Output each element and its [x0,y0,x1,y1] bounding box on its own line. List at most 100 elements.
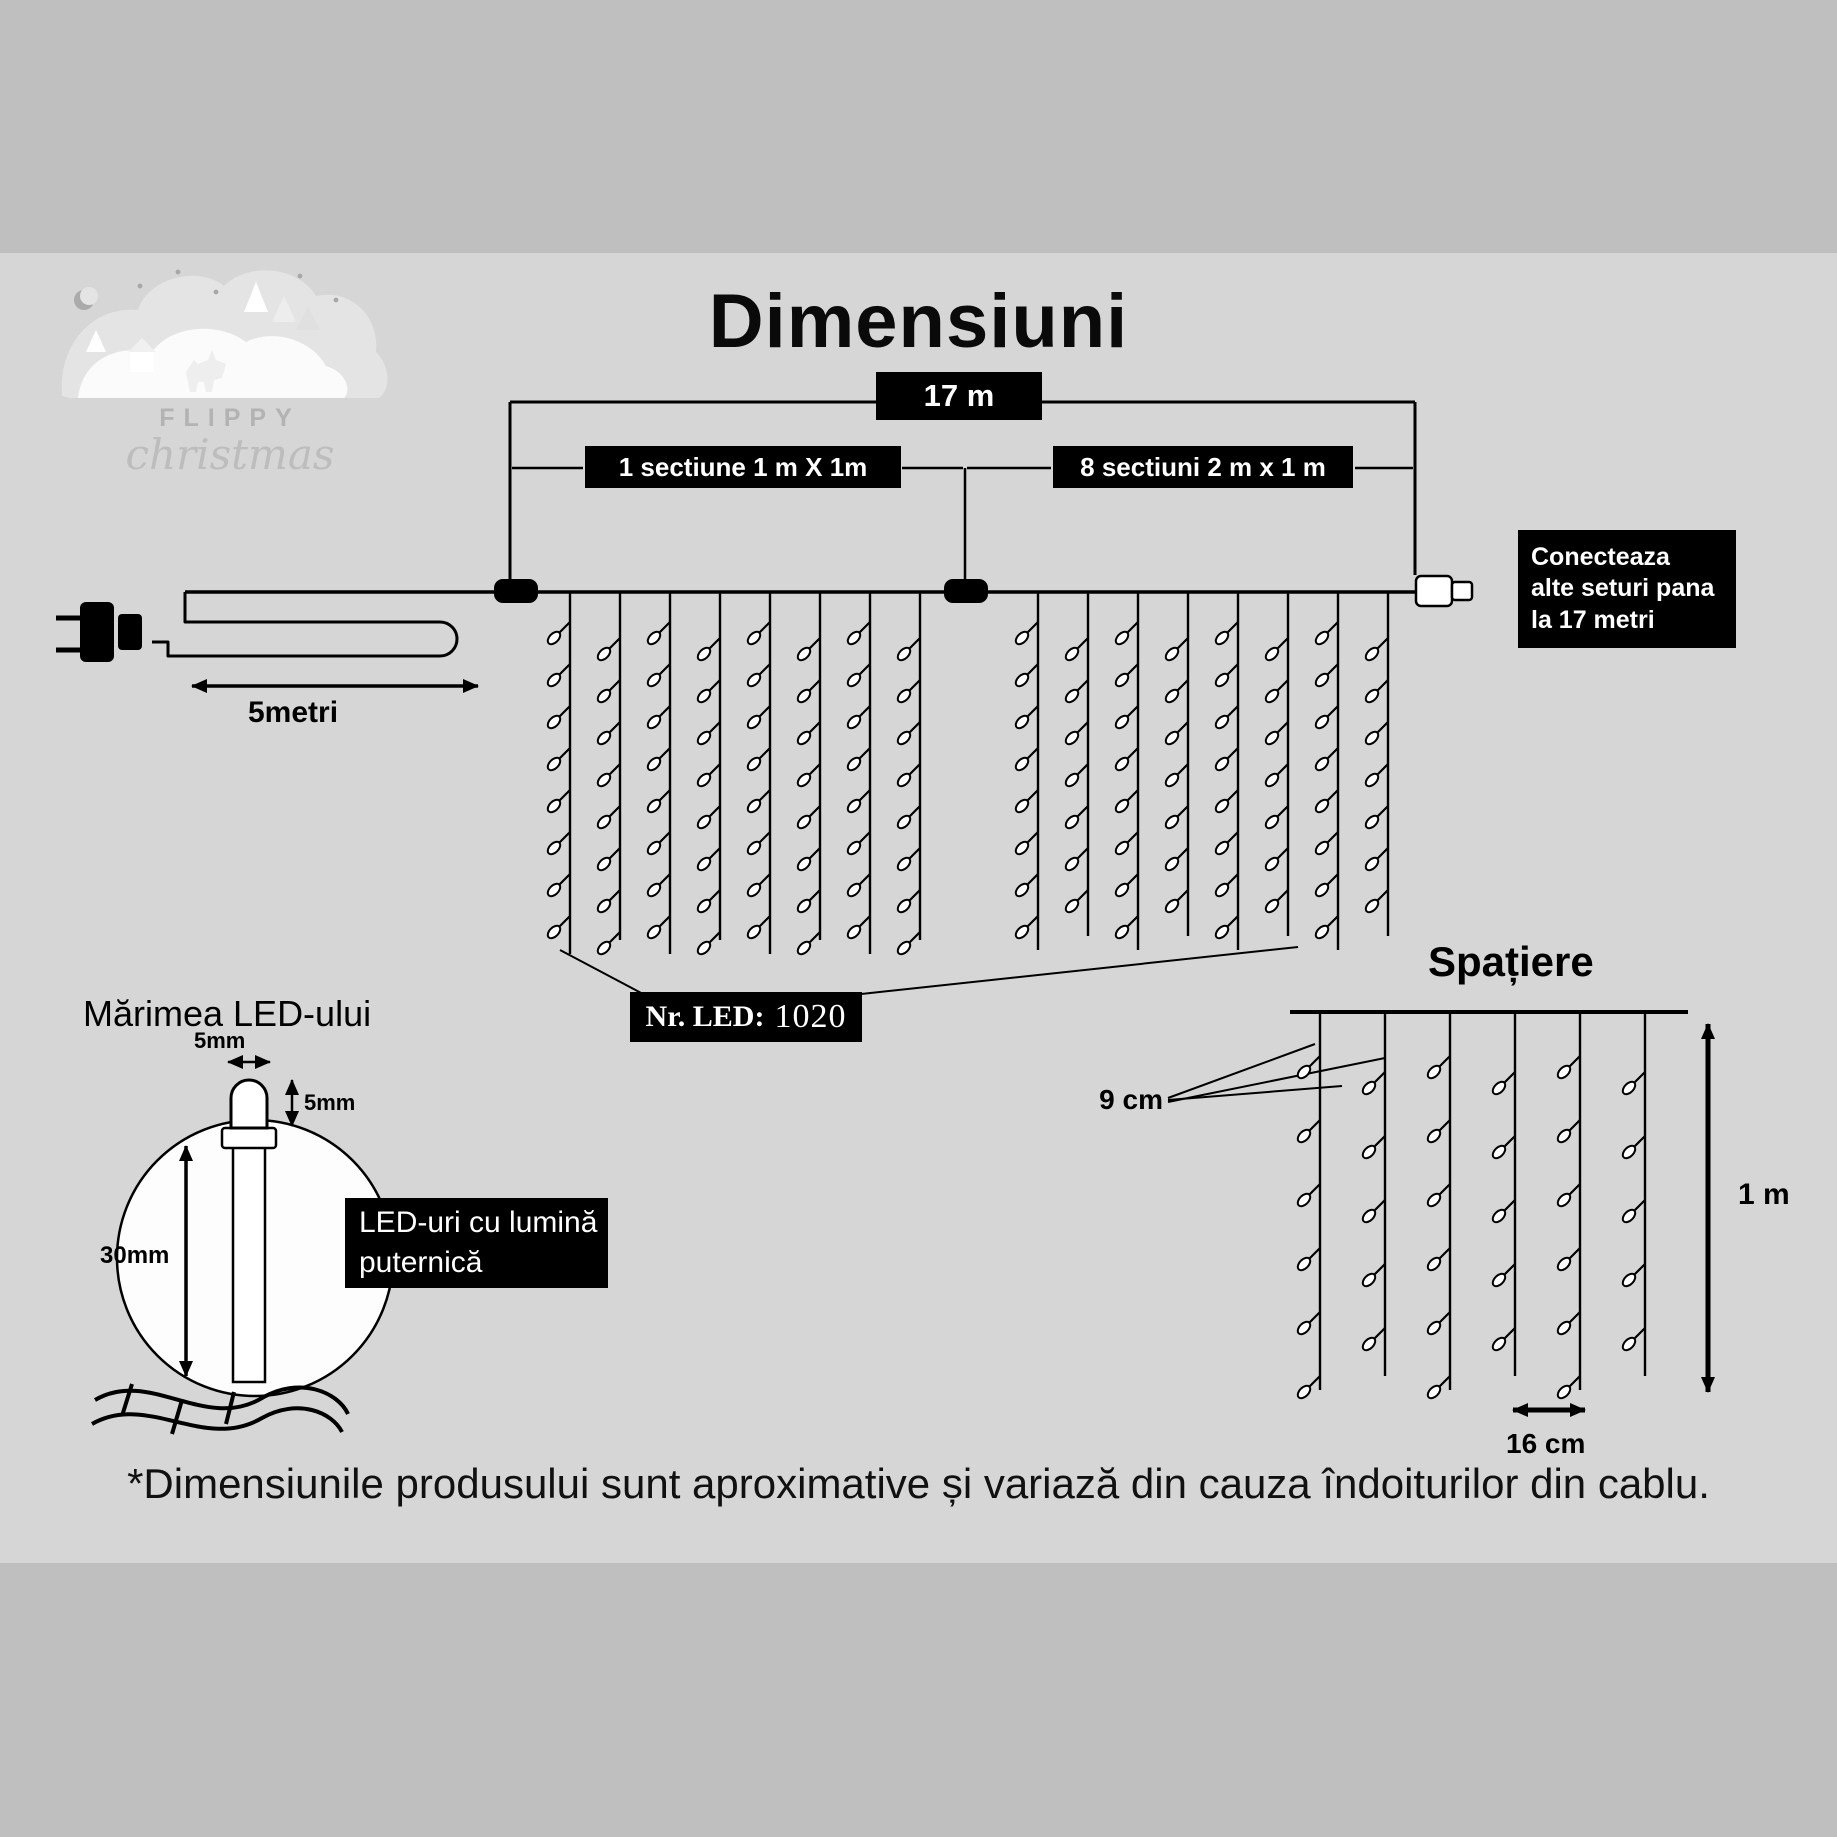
led-drop-icon [1621,1080,1637,1096]
connect-line: la 17 metri [1531,605,1655,634]
connect-line: alte seturi pana [1531,574,1715,603]
led-drop-icon [746,672,762,688]
led-drop-icon [846,924,862,940]
led-drop-icon [1296,1384,1312,1400]
led-drop-icon [1214,630,1230,646]
led-drop-icon [896,898,912,914]
led-drop-icon [1556,1256,1572,1272]
led-drop-icon [846,840,862,856]
lead-length-label: 5metri [248,696,339,729]
section-brackets [512,466,1413,583]
led-drop-icon [1264,898,1280,914]
led-drop-icon [1214,924,1230,940]
led-drop-icon [796,856,812,872]
led-drop-icon [846,756,862,772]
led-drop-icon [796,688,812,704]
led-drop-icon [1621,1336,1637,1352]
led-drop-icon [1064,730,1080,746]
led-drop-icon [546,798,562,814]
led-drop-icon [1214,714,1230,730]
led-drop-icon [1491,1080,1507,1096]
led-drop-icon [646,882,662,898]
led-drop-icon [896,730,912,746]
led-drop-icon [546,924,562,940]
led-drop-icon [696,772,712,788]
spacing-section-title: Spațiere [1428,938,1594,985]
led-drop-icon [1064,856,1080,872]
led-drop-icon [796,772,812,788]
led-drop-icon [1621,1144,1637,1160]
spacing-curtain [1296,1012,1647,1400]
led-drop-icon [1164,898,1180,914]
led-drop-icon [1426,1384,1442,1400]
tree-icon [296,306,320,330]
led-drop-icon [1621,1272,1637,1288]
led-drop-icon [1556,1064,1572,1080]
led-drop-icon [1114,798,1130,814]
led-drop-icon [1556,1384,1572,1400]
led-drop-icon [1064,646,1080,662]
curtain-1 [546,592,922,956]
led-drop-icon [596,814,612,830]
connect-line: Conecteaza [1531,543,1670,572]
led-drop-icon [1491,1208,1507,1224]
led-drop-icon [1064,772,1080,788]
led-drop-icon [1314,882,1330,898]
led-drop-icon [1426,1256,1442,1272]
led-drop-icon [1064,898,1080,914]
led-drop-icon [796,646,812,662]
led-drop-icon [896,646,912,662]
led-drop-icon [596,856,612,872]
lead-wire [152,592,459,658]
led-drop-icon [1364,856,1380,872]
bracket-17m [508,400,1417,583]
led-drop-icon [1361,1144,1377,1160]
led-drop-icon [1014,714,1030,730]
twisted-wire [91,1383,350,1435]
led-drop-icon [646,798,662,814]
led-drop-icon [1556,1128,1572,1144]
led-drop-icon [1296,1128,1312,1144]
main-wire [152,590,1418,658]
led-drop-icon [746,798,762,814]
led-drop-icon [1014,924,1030,940]
led-drop-icon [746,714,762,730]
led-drop-icon [596,772,612,788]
led-drop-icon [596,940,612,956]
led-drop-icon [1556,1192,1572,1208]
led-drop-icon [1556,1320,1572,1336]
led-drop-icon [546,756,562,772]
led-drop-icon [546,882,562,898]
led-drop-icon [1164,688,1180,704]
led-drop-icon [1621,1208,1637,1224]
tree-icon [86,330,106,352]
led-drop-icon [646,714,662,730]
led-drop-icon [896,940,912,956]
tree-icon [244,282,268,312]
led-drop-icon [546,840,562,856]
wire-connectors [494,574,1474,608]
led-drop-icon [1014,630,1030,646]
led-count-value: 1020 [774,998,847,1035]
led-drop-icon [1296,1320,1312,1336]
led-drop-icon [1264,688,1280,704]
led-drop-icon [846,882,862,898]
led-drop-icon [596,730,612,746]
led-drop-icon [1314,714,1330,730]
led-drop-icon [1264,772,1280,788]
led-drop-icon [1114,882,1130,898]
led-drop-icon [1164,730,1180,746]
page-title: Dimensiuni [708,279,1129,364]
led-drop-icon [1364,688,1380,704]
logo-brand-text: FLIPPY [159,404,301,432]
strand-gap-label: 16 cm [1506,1428,1586,1459]
led-size-figure [91,1055,395,1435]
curtain-2 [1014,592,1390,950]
led-drop-icon [1014,798,1030,814]
led-drop-icon [1114,840,1130,856]
led-info-line: LED-uri cu lumină [359,1205,598,1239]
led-drop-icon [1214,882,1230,898]
power-plug-icon [56,602,142,662]
led-drop-icon [746,630,762,646]
